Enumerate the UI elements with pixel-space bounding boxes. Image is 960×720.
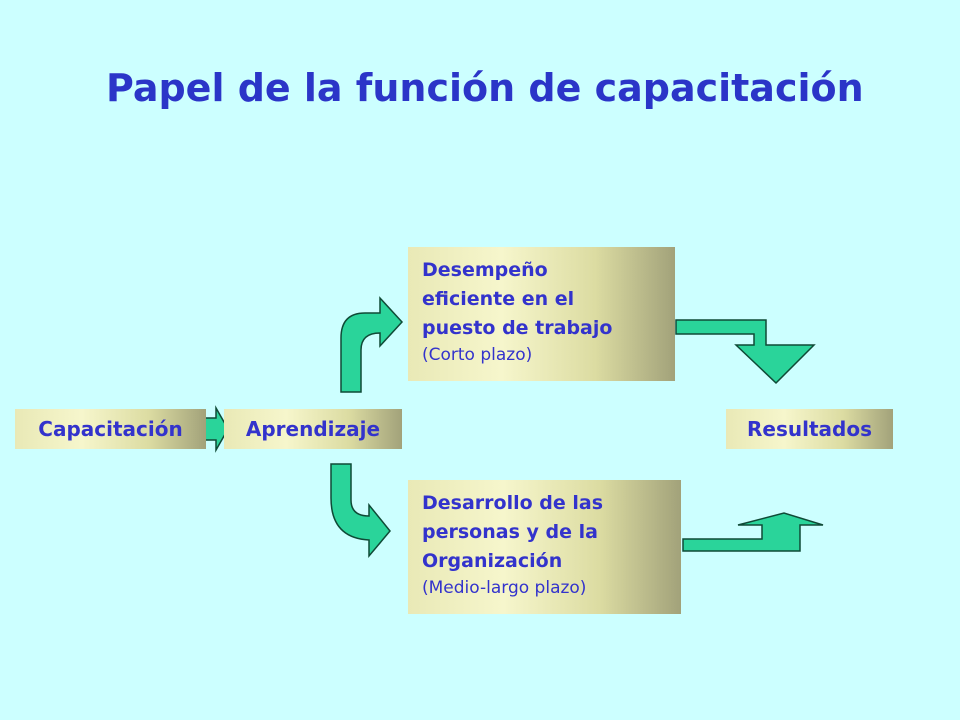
block-arrow-up-icon — [682, 512, 824, 552]
node-aprendizaje: Aprendizaje — [224, 409, 402, 449]
node-aprendizaje-label: Aprendizaje — [245, 417, 381, 441]
card-desarrollo-term: (Medio-largo plazo) — [422, 578, 587, 598]
card-desempeno-line-1: Desempeño — [422, 259, 548, 281]
card-desempeno-line-3: puesto de trabajo — [422, 317, 613, 339]
card-desempeno: Desempeño eficiente en el puesto de trab… — [408, 247, 675, 381]
card-desarrollo-line-2: personas y de la — [422, 521, 598, 543]
node-resultados: Resultados — [726, 409, 893, 449]
card-desarrollo: Desarrollo de las personas y de la Organ… — [408, 480, 681, 614]
node-resultados-label: Resultados — [747, 417, 872, 441]
card-desempeno-term: (Corto plazo) — [422, 345, 533, 365]
curved-arrow-up-right-icon — [340, 296, 404, 393]
node-capacitacion-label: Capacitación — [38, 417, 183, 441]
card-desarrollo-line-3: Organización — [422, 550, 563, 572]
card-desempeno-line-2: eficiente en el — [422, 288, 575, 310]
slide-title: Papel de la función de capacitación — [106, 66, 864, 110]
curved-arrow-down-right-icon — [330, 463, 391, 559]
card-desarrollo-line-1: Desarrollo de las — [422, 492, 604, 514]
block-arrow-down-icon — [675, 319, 816, 385]
node-capacitacion: Capacitación — [15, 409, 206, 449]
